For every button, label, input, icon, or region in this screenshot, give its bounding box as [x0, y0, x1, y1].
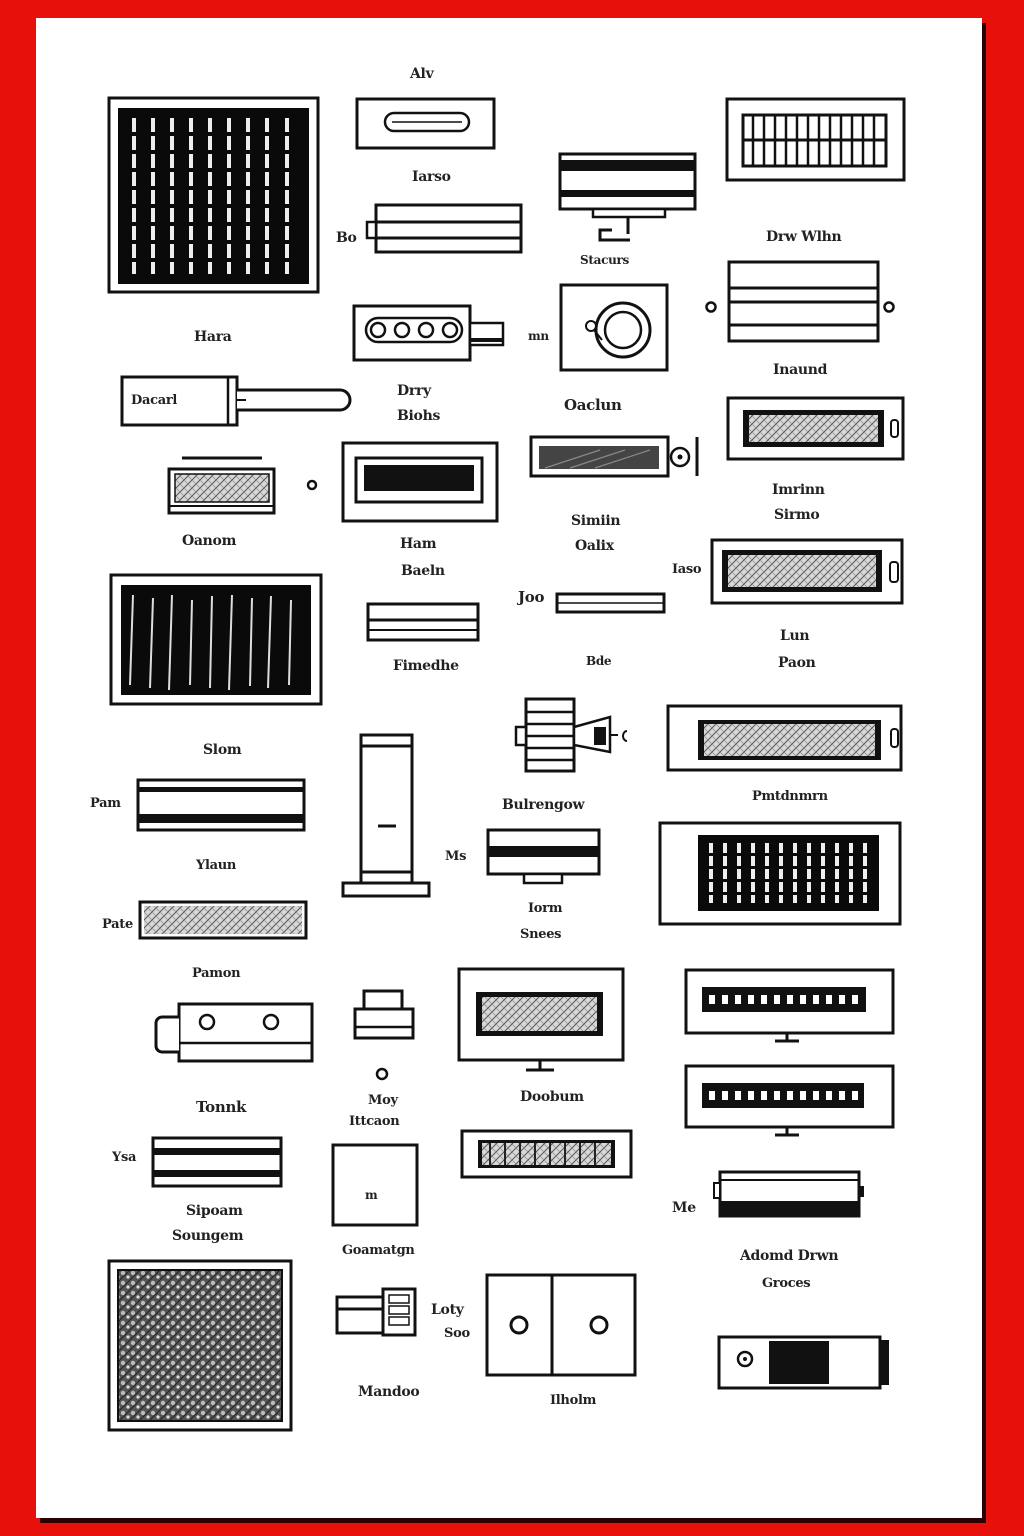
label-ham: Ham: [400, 536, 437, 552]
label-ylaun: Ylaun: [196, 858, 237, 873]
label-bo: Bo: [336, 230, 357, 246]
linear-grille-top-right: [725, 97, 906, 182]
label-imrinn: Imrinn: [772, 482, 825, 498]
label-oalix: Oalix: [575, 538, 614, 554]
label-soo: Soo: [444, 1326, 470, 1341]
flat-bar-symbol: [366, 602, 480, 642]
label-iorm: Iorm: [528, 901, 563, 916]
label-alv: Alv: [410, 66, 434, 82]
control-box-symbol: [335, 1287, 417, 1337]
label-snees: Snees: [520, 927, 562, 942]
led-display-unit-2: [684, 1064, 895, 1137]
label-pamon: Pamon: [192, 966, 241, 981]
label-ilholm: Ilholm: [550, 1393, 597, 1408]
label-soungem: Soungem: [172, 1228, 244, 1244]
grille-panel-right: [658, 821, 902, 926]
striped-bar-left: [136, 778, 306, 832]
label-lun: Lun: [780, 628, 810, 644]
label-moy: Moy: [368, 1093, 398, 1108]
round-vent-strip: [352, 304, 505, 362]
label-simiin: Simiin: [571, 513, 621, 529]
label-tonnk: Tonnk: [196, 1098, 247, 1116]
cylinder-unit-symbol: [713, 1170, 864, 1218]
label-goamatgn: Goamatgn: [342, 1243, 415, 1258]
label-bulrengow: Bulrengow: [502, 797, 585, 813]
label-fimedhe: Fimedhe: [393, 658, 459, 674]
label-paon: Paon: [778, 655, 816, 671]
fan-unit-symbol: [514, 697, 628, 773]
textured-monitor: [457, 967, 625, 1072]
damper-handle-symbol: [120, 375, 352, 427]
label-ittcaon: Ittcaon: [349, 1114, 400, 1129]
square-box-symbol: [331, 1143, 419, 1227]
label-dacarl: Dacarl: [131, 393, 178, 408]
hatched-strip-left: [138, 900, 308, 940]
label-biohs: Biohs: [397, 408, 441, 424]
label-ms: Ms: [445, 849, 467, 864]
thin-strip-symbol: [555, 592, 666, 614]
label-stacurs: Stacurs: [580, 253, 629, 267]
grille-panel-large: [107, 96, 320, 294]
label-oaclun: Oaclun: [564, 396, 622, 414]
hatched-bar-with-knob: [529, 435, 699, 478]
slot-vent-symbol: [355, 97, 496, 150]
label-pate: Pate: [102, 917, 133, 932]
valve-body-symbol: [154, 1002, 314, 1063]
round-diffuser-box: [559, 283, 669, 372]
panel-with-knobs: [705, 260, 895, 343]
label-groces: Groces: [762, 1276, 811, 1291]
label-loty: Loty: [431, 1302, 464, 1318]
label-bde: Bde: [586, 654, 612, 668]
double-door-symbol: [485, 1273, 637, 1377]
label-joo: Joo: [518, 588, 545, 606]
hatched-diffuser-left: [167, 456, 318, 515]
label-box-m: m: [365, 1188, 378, 1202]
label-drry: Drry: [397, 383, 431, 399]
label-pmtdnmrn: Pmtdnmrn: [752, 789, 828, 804]
label-mn: mn: [528, 329, 549, 343]
label-baeln: Baeln: [401, 563, 445, 579]
textured-square-panel: [107, 1259, 293, 1432]
label-doobum: Doobum: [520, 1089, 584, 1105]
label-iaso: Iaso: [672, 562, 702, 577]
label-pam: Pam: [90, 796, 121, 811]
label-ysa: Ysa: [112, 1150, 137, 1165]
monitor-unit-symbol: [558, 152, 697, 242]
hatched-grille-right-2: [710, 538, 904, 605]
projector-unit-symbol: [717, 1335, 889, 1390]
tower-unit-symbol: [341, 733, 431, 898]
label-hara: Hara: [194, 329, 232, 345]
label-me: Me: [672, 1200, 696, 1216]
label-slom: Slom: [203, 742, 242, 758]
label-adomd-drwn: Adomd Drwn: [740, 1248, 839, 1264]
label-drw-wlhn: Drw Wlhn: [766, 229, 842, 245]
label-mandoo: Mandoo: [358, 1384, 420, 1400]
led-display-unit-1: [684, 968, 895, 1043]
small-box-unit: [353, 989, 415, 1081]
striped-bar-left-2: [151, 1136, 283, 1188]
bar-diffuser-symbol: [365, 203, 523, 254]
label-iarso: Iarso: [412, 169, 451, 185]
label-sirmo: Sirmo: [774, 507, 820, 523]
grille-panel-left-2: [109, 573, 323, 706]
label-sipoam: Sipoam: [186, 1203, 243, 1219]
label-inaund: Inaund: [773, 362, 828, 378]
label-oanom: Oanom: [182, 533, 237, 549]
monitor-unit-symbol-2: [486, 828, 601, 885]
hatched-grille-right: [726, 396, 905, 461]
black-slot-panel: [341, 441, 499, 523]
hatched-long-grille: [666, 704, 903, 772]
textured-strip-center: [460, 1129, 633, 1179]
